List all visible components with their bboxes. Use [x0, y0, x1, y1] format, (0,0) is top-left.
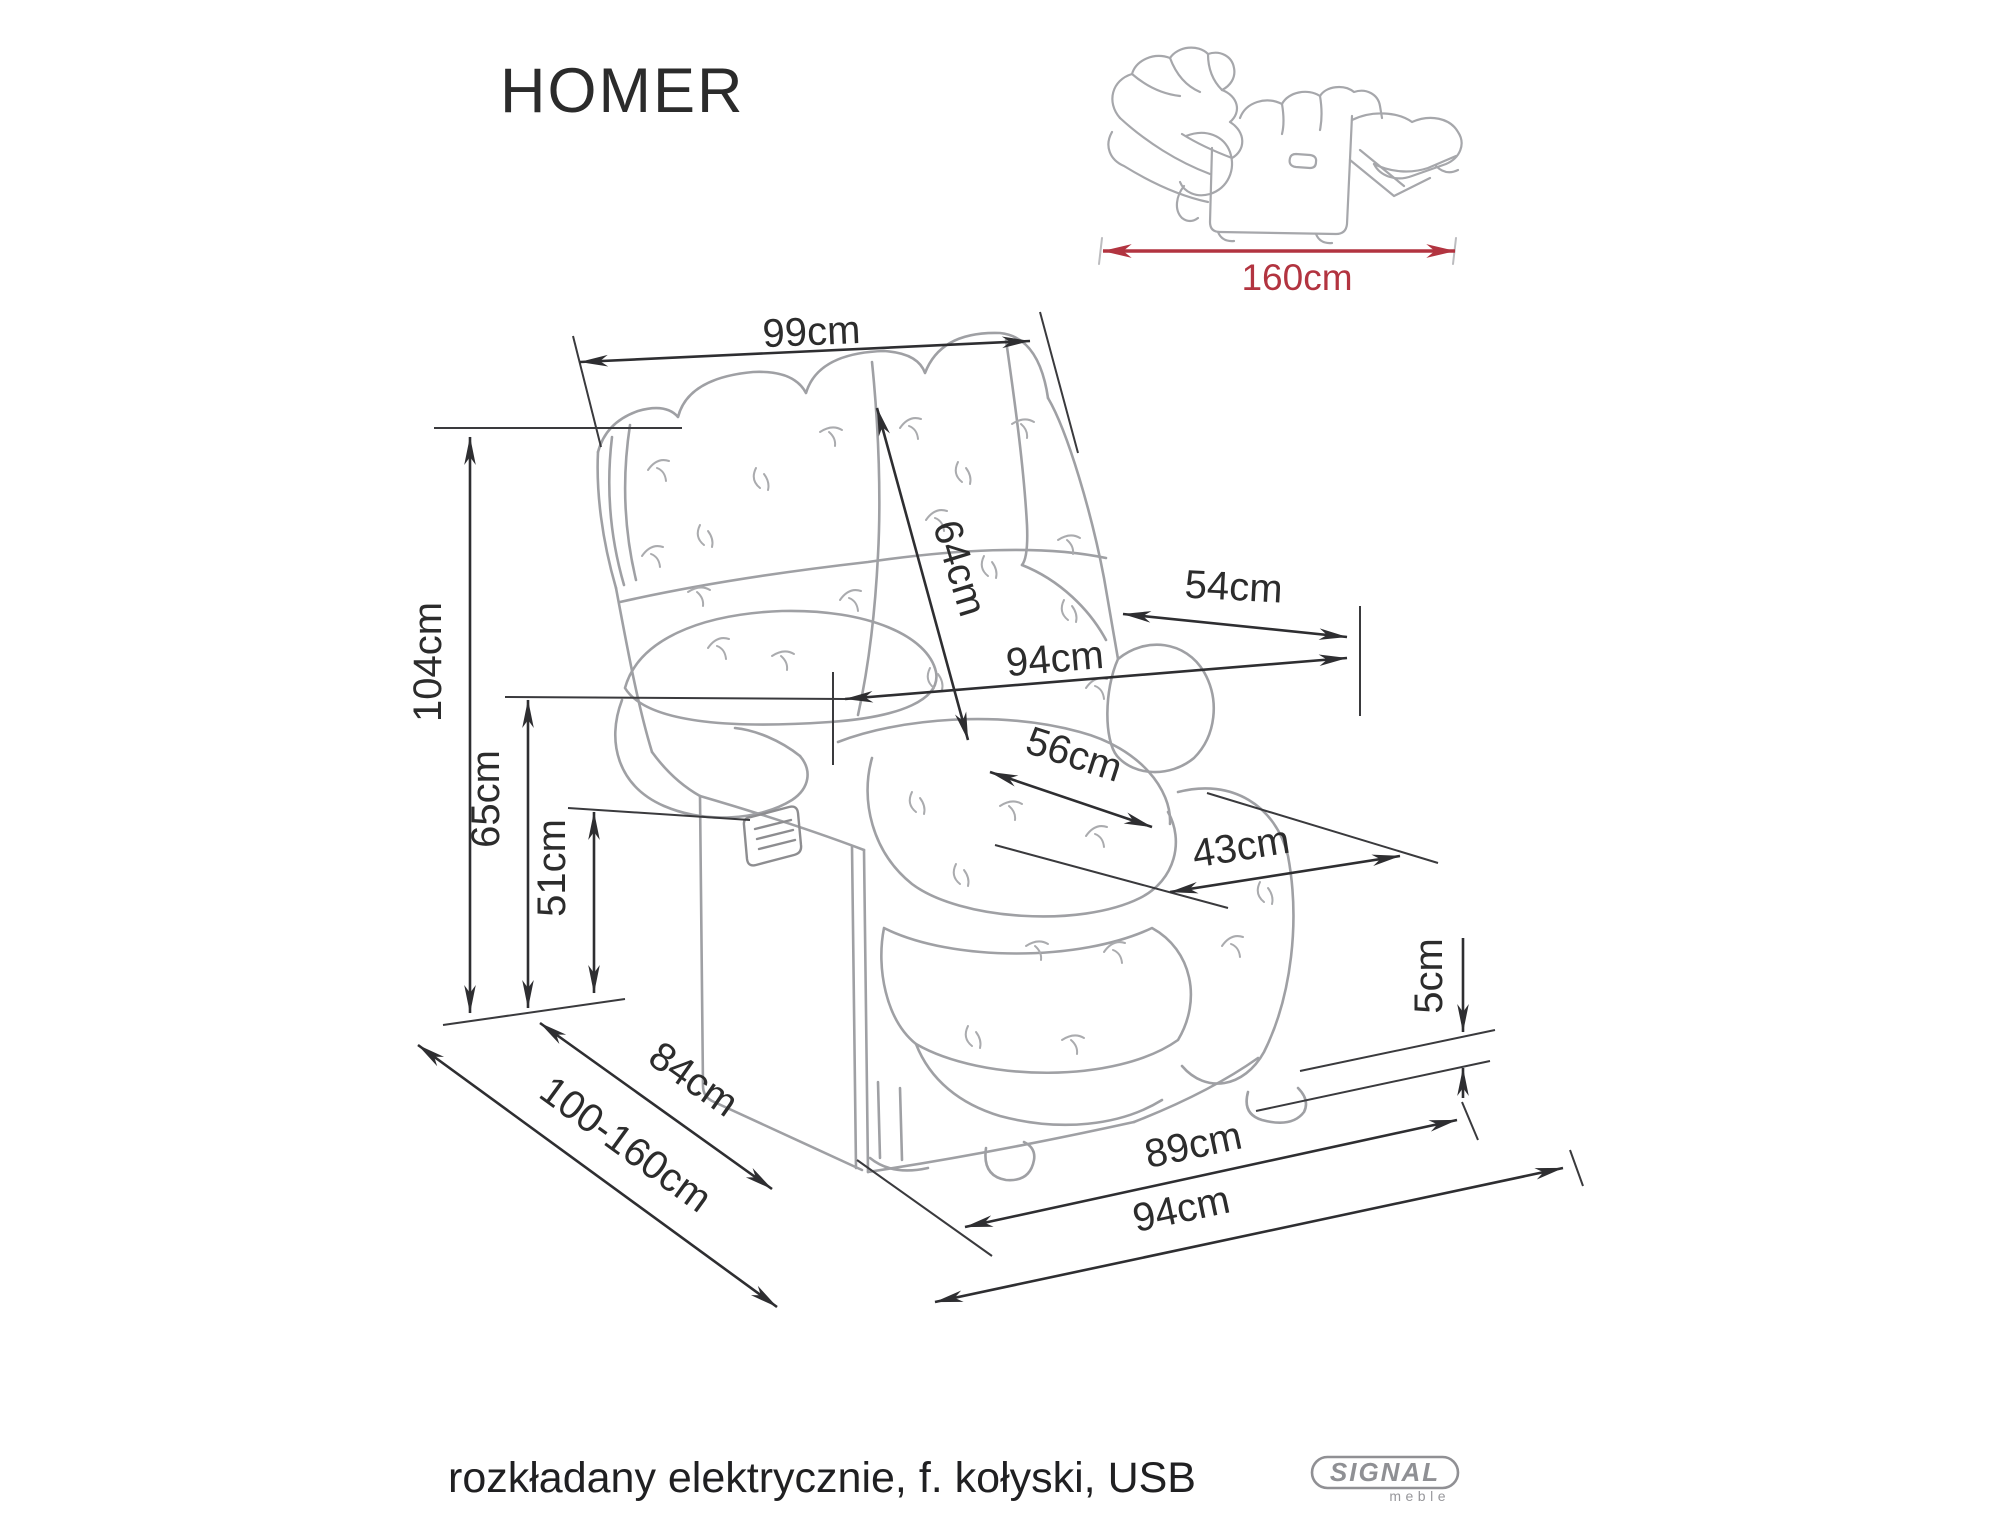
- upholstery-wrinkles: [641, 417, 1274, 1055]
- dim-label-clearance: 5cm: [1407, 938, 1451, 1014]
- usb-control-panel-sketch: [742, 805, 803, 867]
- dim-label-top-width: 99cm: [762, 308, 862, 356]
- dim-line-seat-width: [1169, 854, 1401, 894]
- features-text: rozkładany elektrycznie, f. kołyski, USB: [448, 1454, 1196, 1502]
- reclined-chair-sketch: [1098, 46, 1463, 265]
- brand-name: SIGNAL: [1330, 1457, 1440, 1487]
- dim-line-overall-width: [934, 1166, 1564, 1304]
- brand-logo: SIGNAL meble: [1310, 1455, 1460, 1504]
- dim-line-armrest-length: [1122, 611, 1348, 640]
- dim-line-backrest-height: [875, 407, 970, 741]
- brand-subtitle: meble: [1389, 1488, 1450, 1504]
- inset-width-label: 160cm: [1241, 257, 1352, 298]
- dimension-lines: [417, 336, 1564, 1309]
- dim-label-armrest-height: 65cm: [464, 750, 508, 848]
- brand-logo-outline: [1310, 1455, 1460, 1490]
- dim-label-seat-height: 51cm: [530, 819, 574, 917]
- dim-label-total-height: 104cm: [406, 602, 450, 722]
- dim-label-armrest-length: 54cm: [1184, 562, 1284, 611]
- dim-label-front-width: 89cm: [1141, 1114, 1246, 1177]
- dim-line-top-width: [579, 336, 1031, 367]
- dim-label-side-depth: 84cm: [641, 1033, 746, 1125]
- product-title: HOMER: [500, 56, 745, 126]
- dim-label-backrest-height: 64cm: [924, 515, 995, 621]
- armchair-sketch: [596, 331, 1308, 1182]
- extension-lines: [434, 311, 1584, 1257]
- dim-line-depth-range: [417, 1043, 778, 1309]
- dim-label-depth-at-armrest: 94cm: [1004, 633, 1105, 685]
- dim-line-seat-depth: [989, 770, 1153, 829]
- dim-label-seat-width: 43cm: [1189, 818, 1292, 877]
